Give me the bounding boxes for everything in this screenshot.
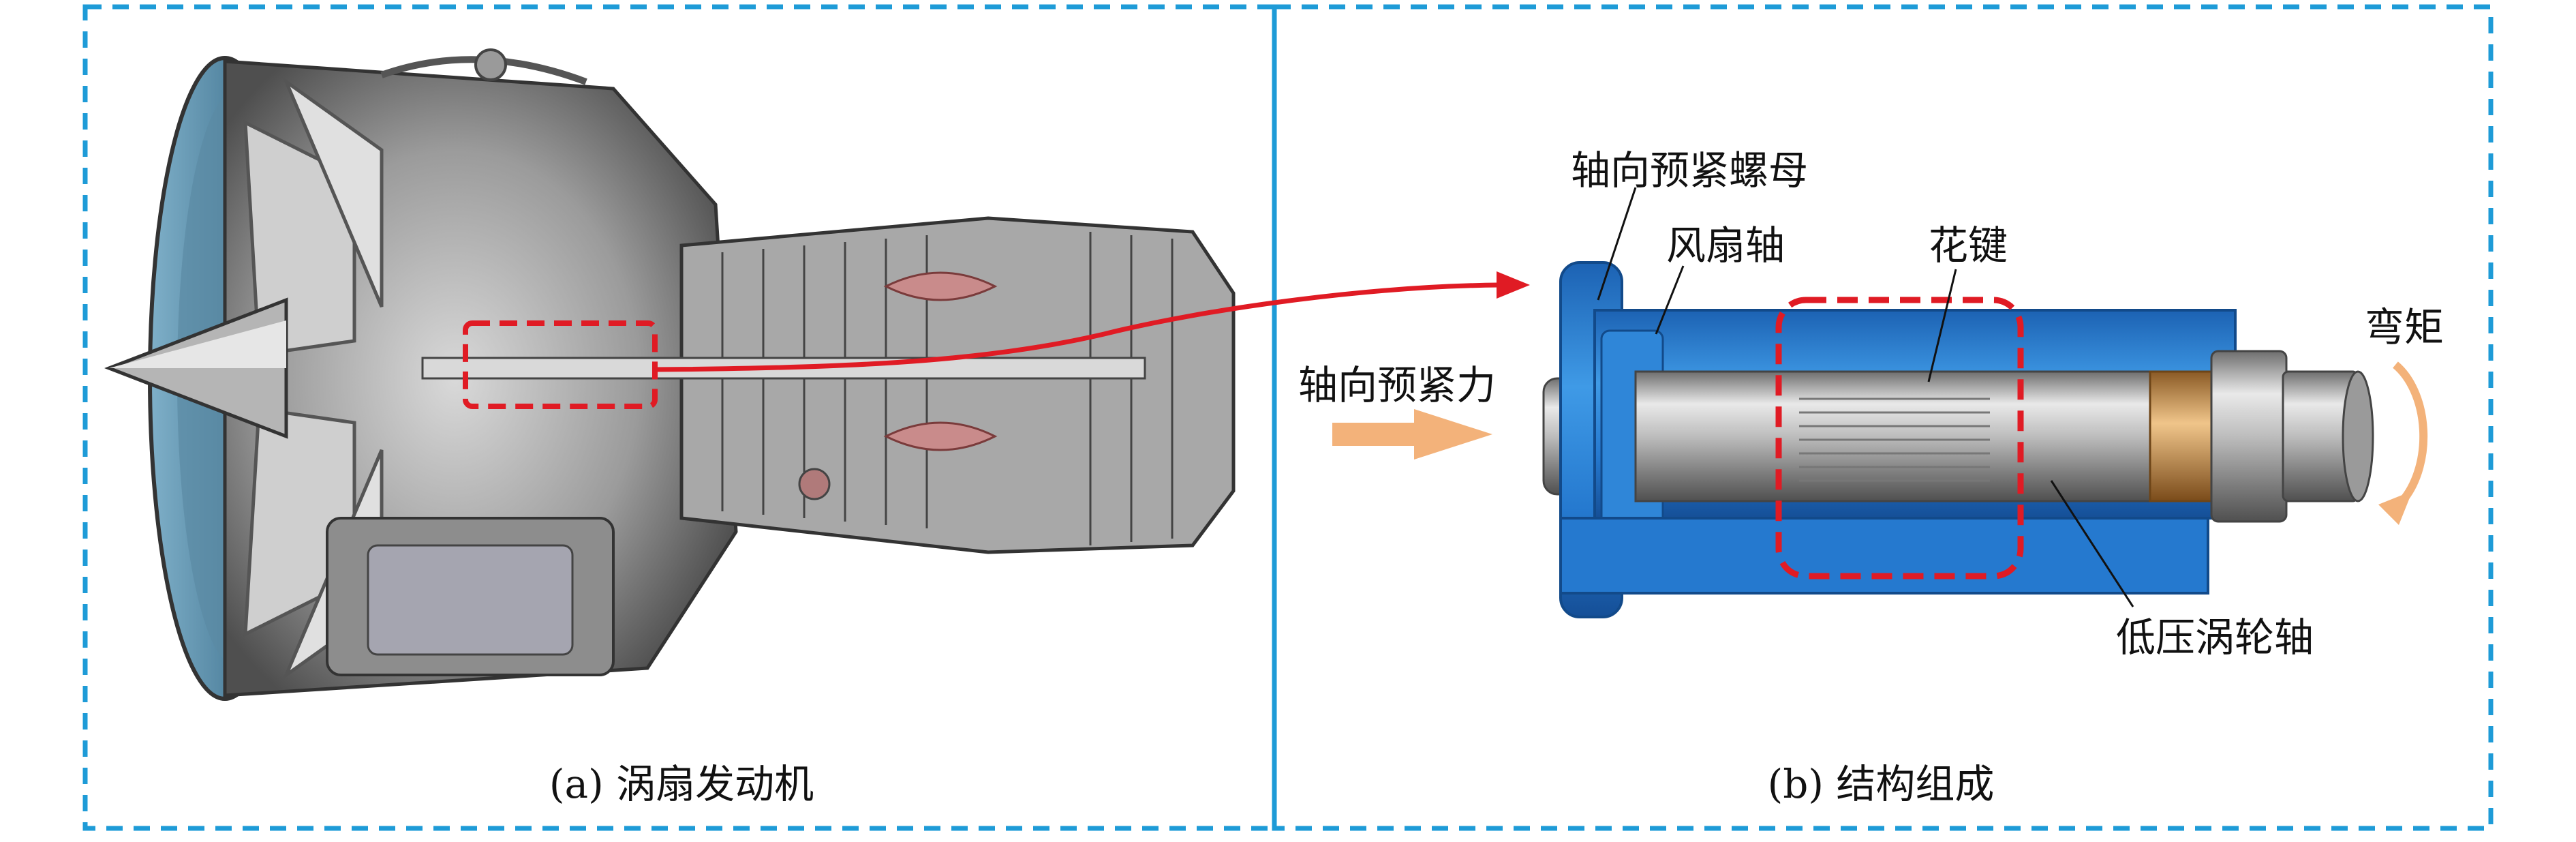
panel-a-frame [82, 4, 1277, 831]
lp-shaft-leader-line [2050, 480, 2134, 607]
spline-leader-line [1927, 269, 1957, 382]
panel-b-caption: (b) 结构组成 [1768, 761, 1995, 807]
label-fan-shaft: 风扇轴 [1666, 222, 1785, 269]
label-torque: 弯矩 [2365, 304, 2444, 350]
panel-b-frame [1272, 4, 2494, 831]
pointer-arrow [654, 282, 1500, 372]
engine-shaft-highlight-box [463, 320, 658, 409]
spline-highlight-box [1775, 297, 2024, 580]
pointer-arrow-head [1497, 271, 1530, 299]
label-nut: 轴向预紧螺母 [1571, 147, 1808, 194]
shaft-assembly-illustration [1542, 261, 2374, 618]
nut-leader-line [1597, 187, 1637, 301]
label-preload-force: 轴向预紧力 [1298, 362, 1496, 408]
turbofan-engine-illustration [104, 48, 1236, 701]
torque-arrow [2378, 361, 2428, 525]
fan-shaft-leader-line [1655, 265, 1685, 335]
label-lp-turbine-shaft: 低压涡轮轴 [2116, 614, 2314, 661]
panel-a-caption: (a) 涡扇发动机 [549, 761, 814, 807]
preload-force-arrow [1332, 409, 1492, 460]
label-spline: 花键 [1929, 222, 2008, 269]
